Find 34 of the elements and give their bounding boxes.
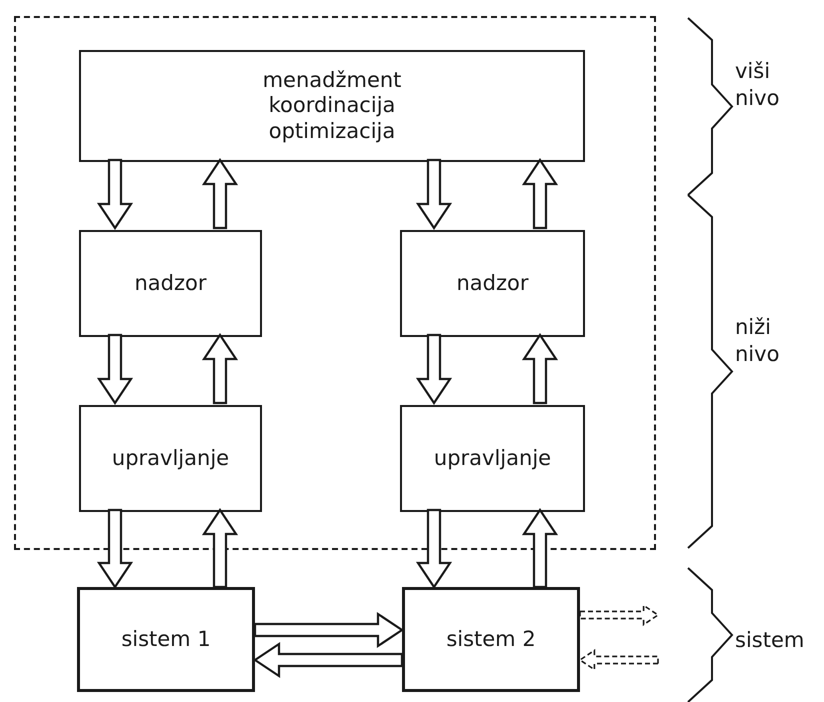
level-label: viši nivo: [735, 58, 780, 112]
block-arrow: [253, 642, 404, 678]
level-label: sistem: [735, 627, 804, 654]
system-box: [402, 587, 580, 692]
block-arrow: [416, 508, 452, 589]
box-label: sistem 2: [446, 626, 536, 652]
block-arrow: [579, 604, 660, 626]
box-label: sistem 1: [121, 626, 211, 652]
level-label: niži nivo: [735, 314, 780, 368]
block-arrow: [416, 158, 452, 230]
system-box: [77, 587, 255, 692]
process-box: [79, 230, 262, 337]
block-arrow: [416, 334, 452, 405]
group-border: [14, 16, 656, 550]
process-box: [79, 50, 585, 162]
block-arrow: [578, 648, 659, 672]
block-arrow: [96, 508, 134, 589]
block-arrow: [202, 508, 238, 588]
box-label: nadzor: [134, 270, 206, 296]
block-arrow: [254, 612, 404, 648]
box-label: upravljanje: [434, 446, 552, 472]
block-arrow: [202, 158, 238, 230]
block-arrow: [96, 158, 134, 230]
block-arrow: [522, 333, 558, 404]
box-label: upravljanje: [112, 446, 230, 472]
block-arrow: [202, 333, 238, 404]
process-box: [400, 405, 585, 512]
process-box: [79, 405, 262, 512]
process-box: [400, 230, 585, 337]
box-label: menadžment koordinacija optimizacija: [262, 68, 402, 144]
block-arrow: [522, 158, 558, 230]
block-arrow: [522, 508, 558, 588]
box-label: nadzor: [456, 270, 528, 296]
block-arrow: [96, 334, 134, 405]
